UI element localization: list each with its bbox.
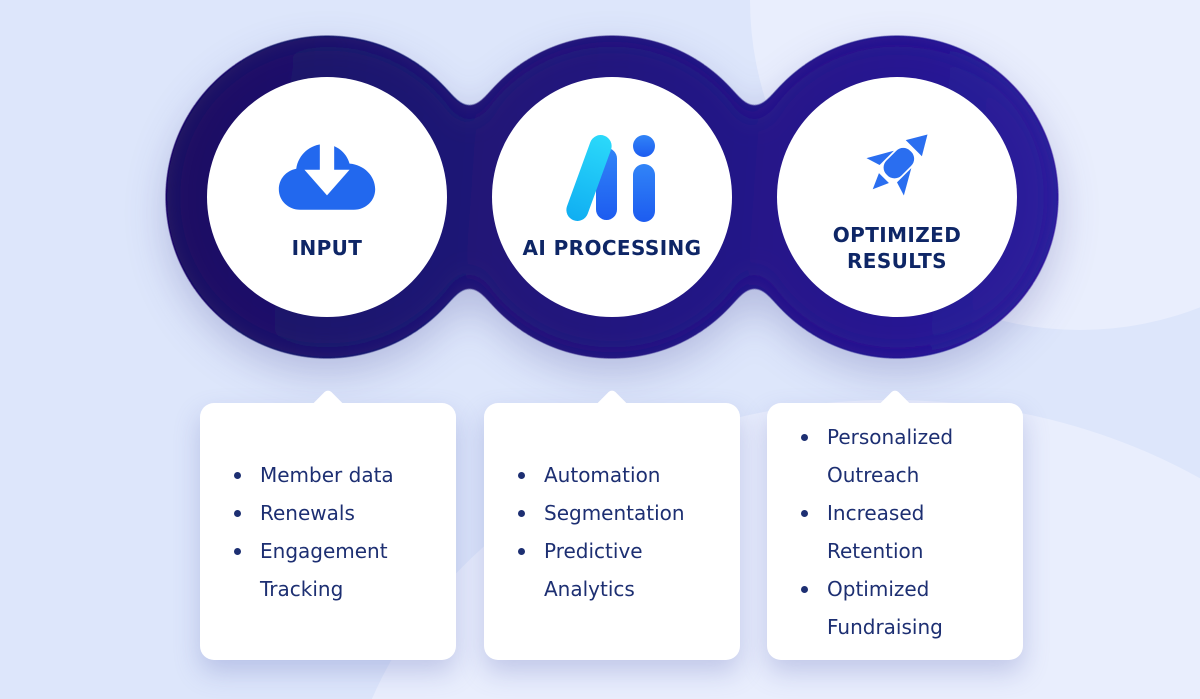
card-optimized-results: Personalized Outreach Increased Retentio…	[767, 388, 1023, 660]
card-input: Member data Renewals Engagement Tracking	[200, 388, 456, 660]
ai-logo-icon	[566, 133, 658, 223]
cloud-download-icon	[275, 133, 379, 223]
list-item: Member data	[224, 456, 438, 494]
optimized-results-item-list: Personalized Outreach Increased Retentio…	[767, 418, 1023, 646]
rocket-icon	[853, 120, 941, 210]
list-item: Engagement Tracking	[224, 532, 438, 608]
stage-circle-input: INPUT	[207, 77, 447, 317]
list-item: Segmentation	[508, 494, 722, 532]
stage-circle-ai-processing: AI PROCESSING	[492, 77, 732, 317]
list-item: Optimized Fundraising	[791, 570, 1005, 646]
stage-label-optimized-results: OPTIMIZED RESULTS	[832, 223, 962, 273]
input-item-list: Member data Renewals Engagement Tracking	[200, 456, 456, 608]
stage-label-ai-processing: AI PROCESSING	[522, 236, 702, 260]
list-item: Automation	[508, 456, 722, 494]
ai-processing-item-list: Automation Segmentation Predictive Analy…	[484, 456, 740, 608]
list-item: Predictive Analytics	[508, 532, 722, 608]
card-ai-processing: Automation Segmentation Predictive Analy…	[484, 388, 740, 660]
list-item: Personalized Outreach	[791, 418, 1005, 494]
list-item: Increased Retention	[791, 494, 1005, 570]
stage-label-input: INPUT	[291, 236, 363, 260]
list-item: Renewals	[224, 494, 438, 532]
stage-circle-optimized-results: OPTIMIZED RESULTS	[777, 77, 1017, 317]
